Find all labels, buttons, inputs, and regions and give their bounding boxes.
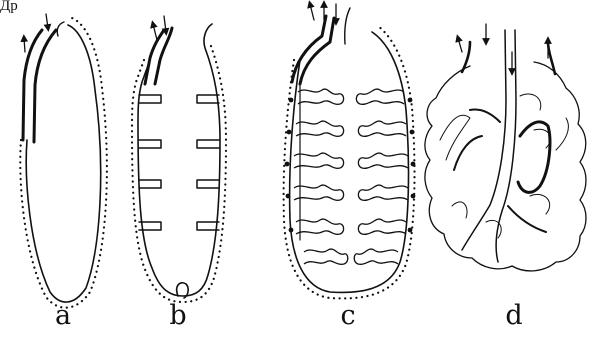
gland-d-branch-loop (518, 122, 550, 192)
gland-b-lobe-left-3 (139, 180, 161, 188)
gland-a-dotted-wall (20, 18, 107, 308)
gland-c-outline (290, 32, 409, 292)
panel-b-drawing (132, 16, 226, 302)
gland-b-lobe-right-3 (197, 180, 219, 188)
gland-d-outflow-arrow-left (458, 38, 462, 52)
panel-b-label: b (163, 302, 193, 329)
panel-d-drawing (425, 24, 586, 271)
gland-c-folds-left (294, 89, 348, 264)
gland-b-lobe-right-1 (197, 95, 219, 103)
gland-a-outflow-arrow (24, 38, 25, 52)
gland-a-inflow-arrow (46, 14, 48, 28)
gland-d-main-duct-left (462, 30, 506, 250)
panel-d-label: d (499, 302, 529, 329)
gland-c-fold-dots (285, 98, 416, 233)
panel-a-label: a (48, 302, 78, 329)
gland-c-folds-right (354, 89, 408, 264)
gland-b-lobe-left-2 (139, 140, 161, 148)
gland-b-lobe-right-2 (197, 140, 219, 148)
gland-c-outflow-arrow-1 (310, 4, 314, 20)
gland-b-outline (138, 24, 220, 296)
gland-a-duct-wall-right (34, 30, 56, 142)
gland-a-duct-wall-left (23, 30, 42, 140)
gland-b-lobe-left-1 (139, 95, 161, 103)
panel-c-label: c (333, 302, 363, 329)
gland-a-duct-tip (57, 22, 64, 36)
gland-b-outflow-arrow (153, 24, 157, 40)
gland-b-duct-wall-right (155, 28, 172, 84)
gland-c-dotted-wall (284, 26, 415, 298)
panel-c-drawing (284, 4, 416, 298)
gland-c-duct-tip (345, 8, 350, 44)
panel-a-drawing (20, 14, 107, 308)
